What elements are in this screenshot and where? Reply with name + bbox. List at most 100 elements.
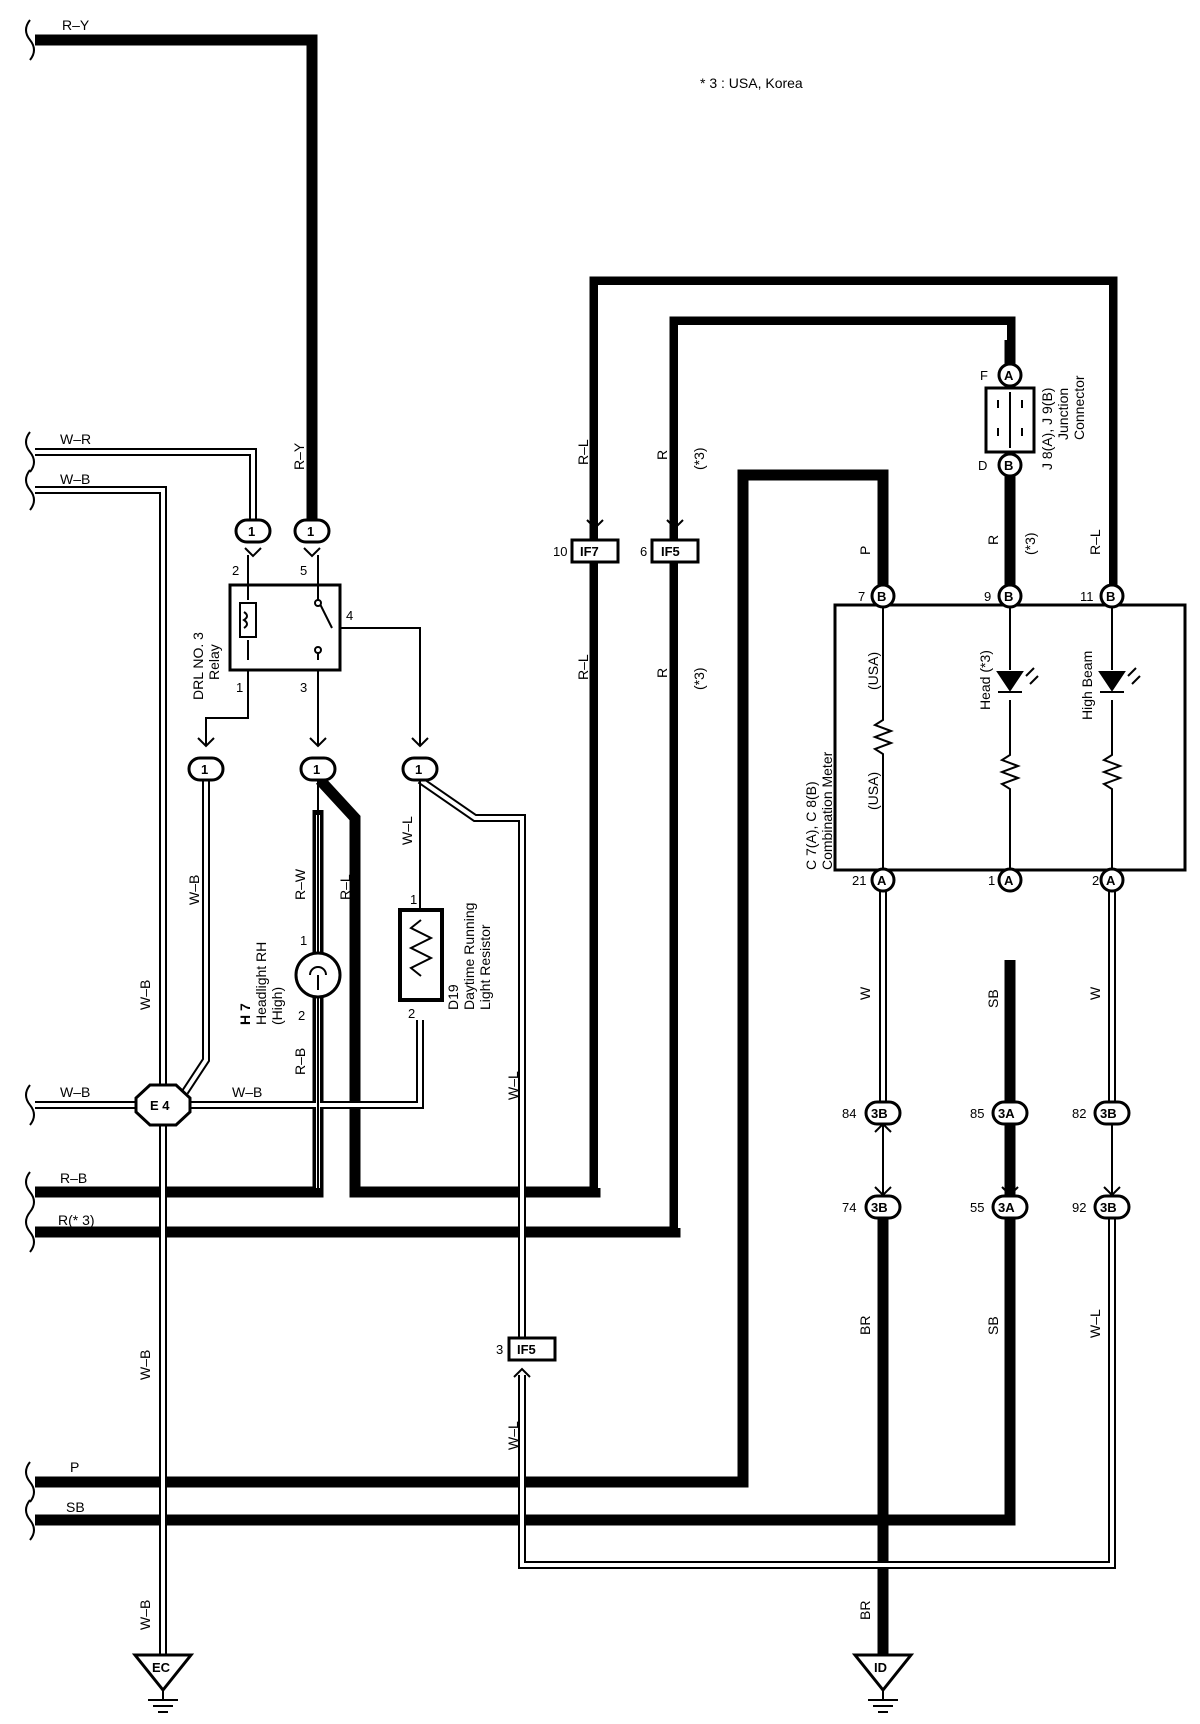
svg-text:BR: BR [857, 1316, 873, 1335]
svg-text:W–B: W–B [60, 471, 90, 487]
svg-text:W–B: W–B [137, 1350, 153, 1380]
connector-1-pin3: 1 [299, 737, 337, 782]
svg-text:W–B: W–B [137, 980, 153, 1010]
svg-text:R(* 3): R(* 3) [58, 1212, 95, 1228]
stripe-r3 [678, 325, 1007, 1228]
svg-text:2: 2 [232, 563, 239, 578]
svg-text:3: 3 [496, 1342, 503, 1357]
svg-text:84: 84 [842, 1106, 856, 1121]
svg-text:W–B: W–B [186, 875, 202, 905]
connector-1-pin4: 1 [401, 737, 439, 782]
svg-text:R–L: R–L [1087, 529, 1103, 555]
svg-text:10: 10 [553, 544, 567, 559]
svg-text:R–B: R–B [60, 1170, 87, 1186]
stripe-rl [598, 285, 1109, 1188]
svg-text:D19: D19 [445, 984, 461, 1010]
break-marks [25, 19, 35, 1541]
svg-text:P: P [857, 546, 873, 555]
svg-text:J 8(A), J 9(B): J 8(A), J 9(B) [1039, 388, 1055, 470]
connector-if5-top: IF5 6 [640, 519, 700, 564]
svg-text:1: 1 [248, 524, 255, 539]
svg-text:B: B [877, 589, 886, 604]
svg-text:W–L: W–L [399, 816, 415, 845]
svg-text:Junction: Junction [1055, 388, 1071, 440]
svg-text:55: 55 [970, 1200, 984, 1215]
svg-text:A: A [1106, 873, 1116, 888]
svg-text:9: 9 [984, 589, 991, 604]
svg-text:P: P [70, 1459, 79, 1475]
svg-text:6: 6 [640, 544, 647, 559]
connector-84-3b: 3B 84 [842, 1100, 902, 1197]
svg-text:ID: ID [874, 1660, 887, 1675]
svg-text:R–L: R–L [575, 439, 591, 465]
svg-text:B: B [1004, 589, 1013, 604]
svg-text:3B: 3B [871, 1200, 888, 1215]
svg-text:B: B [1004, 458, 1013, 473]
svg-text:3B: 3B [871, 1106, 888, 1121]
svg-text:A: A [1004, 873, 1014, 888]
svg-text:1: 1 [236, 680, 243, 695]
svg-text:SB: SB [66, 1499, 85, 1515]
svg-text:4: 4 [346, 608, 353, 623]
led-head-icon [996, 671, 1024, 693]
svg-text:Connector: Connector [1071, 375, 1087, 440]
svg-text:F: F [980, 368, 988, 383]
svg-text:R: R [654, 668, 670, 678]
svg-text:W–R: W–R [60, 431, 91, 447]
junction-e4: E 4 [134, 1083, 192, 1127]
connector-if5-bottom: IF5 3 [496, 1336, 557, 1378]
svg-text:R: R [654, 450, 670, 460]
svg-text:1: 1 [415, 762, 422, 777]
svg-text:High Beam: High Beam [1079, 651, 1095, 720]
svg-text:Light Resistor: Light Resistor [477, 924, 493, 1010]
note-text: * 3 : USA, Korea [700, 75, 803, 91]
svg-text:R–Y: R–Y [62, 17, 90, 33]
wire-wb-relay [181, 780, 210, 1095]
svg-text:3B: 3B [1100, 1200, 1117, 1215]
svg-text:1: 1 [313, 762, 320, 777]
svg-text:1: 1 [300, 933, 307, 948]
relay-name: DRL NO. 3 [190, 632, 206, 700]
svg-text:3: 3 [300, 680, 307, 695]
svg-text:3A: 3A [998, 1200, 1015, 1215]
svg-text:Headlight RH: Headlight RH [253, 942, 269, 1025]
ground-id: ID [851, 1653, 915, 1713]
svg-text:IF5: IF5 [517, 1342, 536, 1357]
svg-text:7: 7 [858, 589, 865, 604]
svg-text:W: W [1087, 986, 1103, 1000]
svg-text:SB: SB [985, 989, 1001, 1008]
connector-74-3b: 3B 74 [842, 1194, 902, 1220]
resistor-d19: 1 2 D19 Daytime Running Light Resistor [398, 892, 493, 1021]
svg-text:3A: 3A [998, 1106, 1015, 1121]
wire-p-loop [35, 469, 889, 1488]
svg-text:1: 1 [201, 762, 208, 777]
wire-labels: R–Y W–R W–B W–B W–B R–B R(* 3) P SB R–Y … [58, 17, 1103, 1630]
svg-text:B: B [1106, 589, 1115, 604]
svg-text:1: 1 [307, 524, 314, 539]
svg-text:Daytime Running: Daytime Running [461, 903, 477, 1010]
svg-text:2: 2 [408, 1006, 415, 1021]
svg-text:BR: BR [857, 1601, 873, 1620]
svg-text:W–B: W–B [60, 1084, 90, 1100]
connector-if7: IF7 10 [553, 519, 620, 564]
svg-text:(*3): (*3) [1022, 532, 1038, 555]
svg-text:R–B: R–B [292, 1048, 308, 1075]
connector-1-ry: 1 [293, 518, 331, 558]
svg-text:(USA): (USA) [865, 652, 881, 690]
led-high-icon [1098, 671, 1126, 693]
svg-text:Combination Meter: Combination Meter [819, 751, 835, 870]
wire-rl-loop [315, 276, 1118, 1198]
svg-text:1: 1 [410, 892, 417, 907]
svg-text:2: 2 [1092, 873, 1099, 888]
svg-text:(*3): (*3) [691, 447, 707, 470]
svg-text:Head (*3): Head (*3) [977, 650, 993, 710]
svg-text:11: 11 [1080, 589, 1094, 604]
svg-text:A: A [1004, 368, 1014, 383]
connector-1-pin1: 1 [187, 737, 225, 782]
svg-text:R: R [985, 535, 1001, 545]
svg-text:5: 5 [300, 563, 307, 578]
svg-text:R–W: R–W [292, 868, 308, 900]
svg-text:EC: EC [152, 1660, 171, 1675]
svg-text:85: 85 [970, 1106, 984, 1121]
svg-text:(High): (High) [269, 987, 285, 1025]
